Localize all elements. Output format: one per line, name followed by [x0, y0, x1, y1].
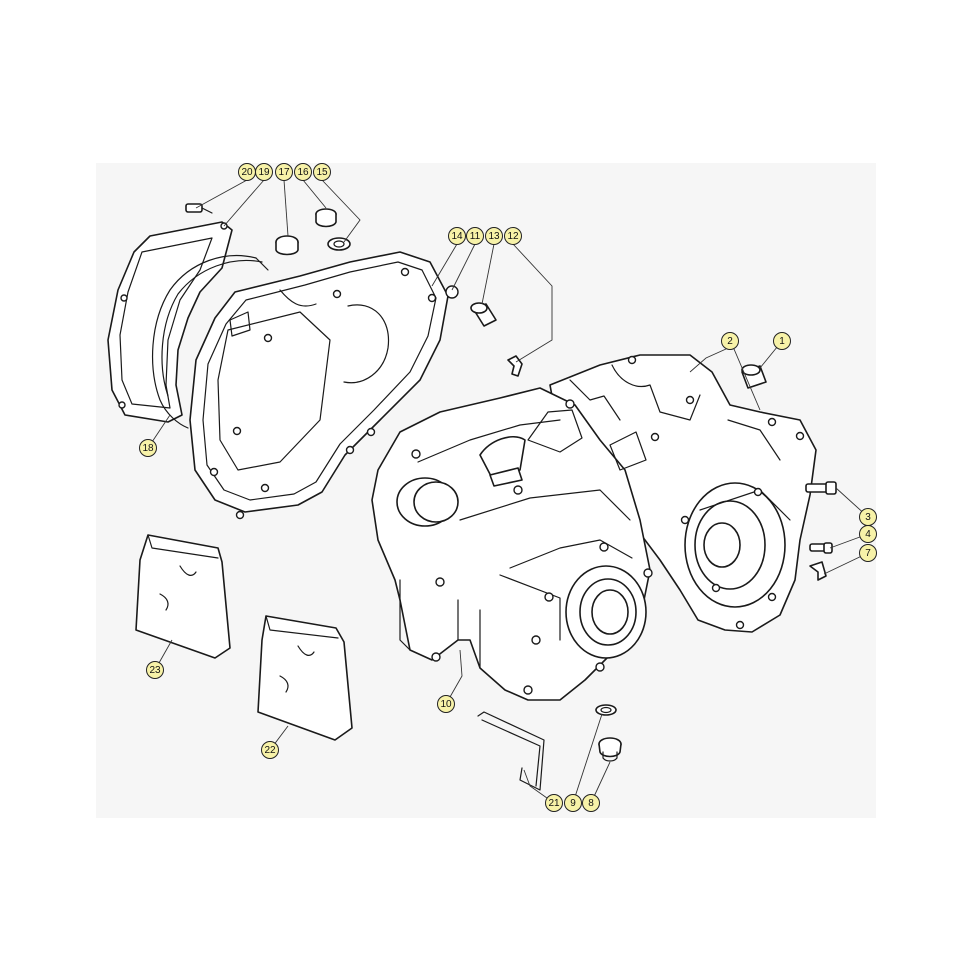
callout-number: 11 — [470, 231, 481, 242]
callout-number: 7 — [865, 548, 871, 559]
callout-bubble — [437, 695, 455, 713]
callout-bubble — [448, 227, 466, 245]
callout-number: 12 — [507, 231, 519, 242]
callout-bubble — [485, 227, 503, 245]
callout-14: 14 — [448, 227, 466, 245]
callout-number: 14 — [451, 231, 463, 242]
cover-o-ring — [152, 254, 269, 429]
callout-bubble — [545, 794, 563, 812]
callout-17: 17 — [275, 163, 293, 181]
callout-9: 9 — [564, 794, 582, 812]
callout-bubble — [773, 332, 791, 350]
callout-18: 18 — [139, 439, 157, 457]
callout-number: 10 — [440, 699, 452, 710]
callout-20: 20 — [238, 163, 256, 181]
cover-small-parts — [185, 203, 523, 377]
crankcase-half-front — [371, 387, 653, 701]
callout-22: 22 — [261, 741, 279, 759]
callout-bubble — [146, 661, 164, 679]
callout-bubble — [564, 794, 582, 812]
crankcase-half-rear — [549, 354, 817, 633]
callout-number: 3 — [865, 512, 871, 523]
callout-number: 21 — [548, 798, 560, 809]
callout-number: 23 — [149, 665, 161, 676]
callout-bubble — [139, 439, 157, 457]
callout-bubble — [294, 163, 312, 181]
callout-7: 7 — [859, 544, 877, 562]
callout-1: 1 — [773, 332, 791, 350]
callout-bubble — [466, 227, 484, 245]
callout-bubble — [261, 741, 279, 759]
callout-2: 2 — [721, 332, 739, 350]
callout-number: 13 — [488, 231, 500, 242]
callout-number: 8 — [588, 798, 594, 809]
callout-number: 1 — [779, 336, 785, 347]
callout-number: 17 — [278, 167, 290, 178]
callout-bubble — [275, 163, 293, 181]
callout-bubble — [313, 163, 331, 181]
callout-number: 9 — [570, 798, 576, 809]
callout-16: 16 — [294, 163, 312, 181]
callout-number: 16 — [297, 167, 309, 178]
callout-number: 15 — [316, 167, 328, 178]
callout-21: 21 — [545, 794, 563, 812]
sealant-packet-22 — [257, 615, 353, 741]
clutch-cover — [189, 251, 449, 520]
sealant-packet-23 — [135, 534, 231, 659]
callout-13: 13 — [485, 227, 503, 245]
callout-bubble — [859, 525, 877, 543]
callout-4: 4 — [859, 525, 877, 543]
callout-bubble — [721, 332, 739, 350]
callout-number: 19 — [258, 167, 270, 178]
callout-3: 3 — [859, 508, 877, 526]
callout-11: 11 — [466, 227, 484, 245]
callout-23: 23 — [146, 661, 164, 679]
callout-8: 8 — [582, 794, 600, 812]
callout-number: 4 — [865, 529, 871, 540]
callout-number: 2 — [727, 336, 733, 347]
callout-bubble — [255, 163, 273, 181]
callout-number: 18 — [142, 443, 154, 454]
callout-10: 10 — [437, 695, 455, 713]
callout-12: 12 — [504, 227, 522, 245]
callout-number: 20 — [241, 167, 253, 178]
callout-bubble — [582, 794, 600, 812]
callout-bubble — [504, 227, 522, 245]
callout-15: 15 — [313, 163, 331, 181]
callout-19: 19 — [255, 163, 273, 181]
callout-number: 22 — [264, 745, 276, 756]
callout-bubble — [859, 544, 877, 562]
